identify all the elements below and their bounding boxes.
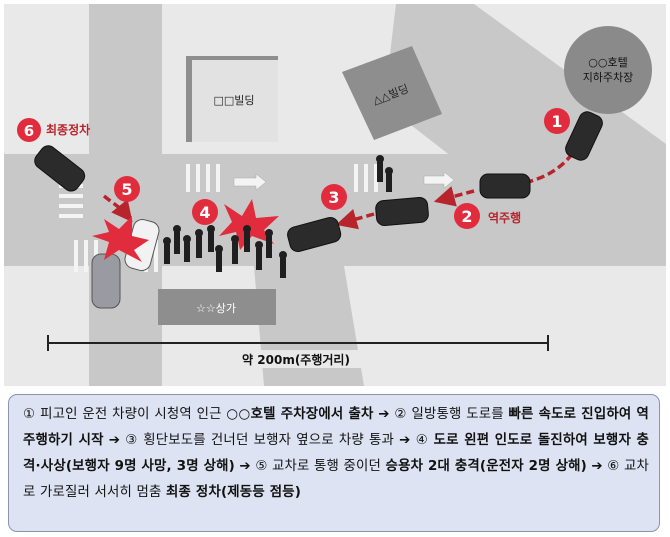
step-marker-1: 1 [544,108,570,134]
caption-segment: 승용차 2대 충격(운전자 2명 상해) [385,459,587,474]
distance-scale [47,335,549,351]
wrong-way-label: 역주행 [488,210,521,225]
caption-segment: 빠른 속도로 진입하여 역주행하기 시작 [23,407,649,448]
caption-segment: ○○호텔 주차장에서 출차 [226,407,374,422]
vehicle [34,111,603,252]
caption-segment: ➔ ⑥ 교차로 가로질러 서서히 멈춤 [23,459,649,500]
building-1: □□빌딩 [186,56,278,142]
caption-segment: 최종 정차(제동등 점등) [166,485,302,500]
building-2: △△빌딩 [342,46,442,140]
step-marker-3-label: 3 [328,188,339,207]
caption-segment: ➔ ③ 횡단보도를 건너던 보행자 옆으로 차량 통과 ➔ ④ [103,433,434,448]
step-marker-5-label: 5 [121,180,132,199]
distance-label: 약 200m(주행거리) [242,352,350,367]
caption-segment: 도로 왼편 인도로 돌진하여 보행자 충격·사상(보행자 9명 사망, 3명 상… [23,433,649,474]
step-marker-5: 5 [114,176,140,202]
caption-segment: ➔ ⑤ 교차로 통행 중이던 [234,459,386,474]
step-marker-4: 4 [192,199,218,225]
step-marker-6: 6 [17,118,41,142]
step-marker-2: 2 [454,203,480,229]
step-marker-6-label: 6 [24,122,34,140]
accident-scene-diagram: □□빌딩 △△빌딩 ☆☆상가 ○○호텔 지하주차장 [4,4,666,386]
caption-segment: ① 피고인 운전 차량이 시청역 인근 [23,407,227,422]
hotel-label-line2: 지하주차장 [583,70,634,84]
caption-box: ① 피고인 운전 차량이 시청역 인근 ○○호텔 주차장에서 출차 ➔ ② 일방… [8,394,660,532]
impact-burst [92,199,279,262]
struck-car [91,219,160,309]
step-marker-4-label: 4 [199,203,210,222]
caption-segment: ➔ ② 일방통행 도로를 [373,407,509,422]
final-stop-label: 최종정차 [46,122,90,137]
pedestrian-group [163,155,393,278]
shop-block: ☆☆상가 [158,289,276,325]
hotel-marker: ○○호텔 지하주차장 [564,26,652,114]
step-marker-2-label: 2 [461,207,472,226]
shop-label: ☆☆상가 [196,302,236,315]
step-marker-3: 3 [321,184,347,210]
step-marker-1-label: 1 [551,112,562,131]
caption-text: ① 피고인 운전 차량이 시청역 인근 ○○호텔 주차장에서 출차 ➔ ② 일방… [23,402,649,506]
hotel-label-line1: ○○호텔 [588,56,627,69]
building1-label: □□빌딩 [213,94,254,107]
one-way-arrow [233,171,455,191]
